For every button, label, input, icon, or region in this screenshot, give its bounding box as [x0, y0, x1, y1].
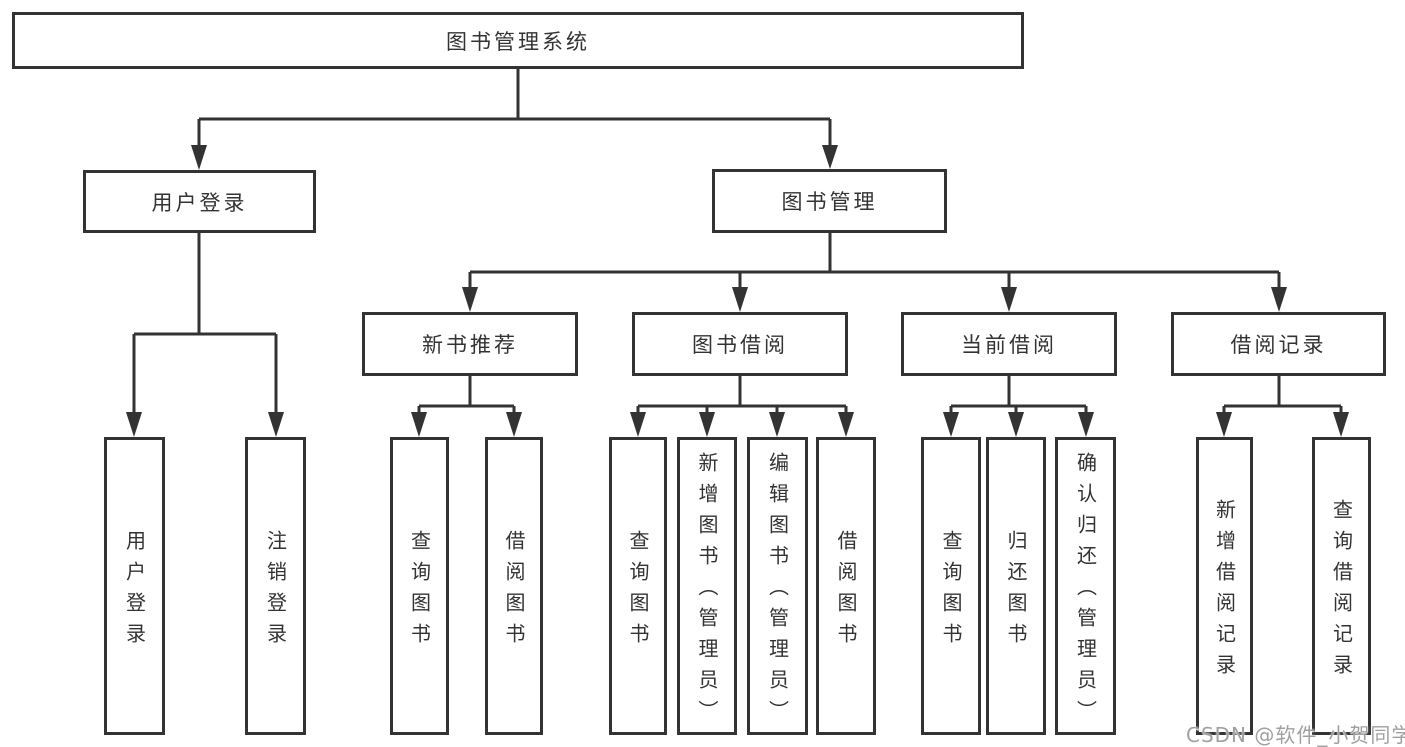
- leaf-records-query-record: 查询借阅记录: [1312, 437, 1371, 735]
- leaf-label: 查询图书: [407, 529, 432, 654]
- leaf-current-confirm-return-admin: 确认归还（管理员）: [1055, 437, 1116, 735]
- arrowhead: [1008, 412, 1024, 437]
- arrowhead: [769, 412, 785, 437]
- node-label: 当前借阅: [961, 333, 1057, 357]
- arrowhead: [462, 287, 478, 312]
- node-book-borrowing: 图书借阅: [632, 312, 848, 376]
- leaf-logout: 注销登录: [245, 437, 306, 735]
- node-new-book-recommend: 新书推荐: [362, 312, 578, 376]
- connector-borrow-records-to-leaves: [1222, 375, 1343, 413]
- arrowhead: [630, 412, 646, 437]
- leaf-borrow-query-books: 查询图书: [609, 437, 667, 735]
- node-label: 借阅记录: [1230, 333, 1327, 357]
- node-label: 新书推荐: [422, 333, 518, 357]
- leaf-label: 借阅图书: [834, 529, 858, 654]
- leaf-label: 编辑图书（管理员）: [765, 452, 790, 731]
- connector-new-book-to-leaves: [417, 375, 516, 413]
- node-user-login: 用户登录: [83, 170, 316, 233]
- connector-user-login-to-leaves: [132, 233, 278, 413]
- connector-current-borrow-to-leaves: [949, 375, 1088, 413]
- node-library-management-system: 图书管理系统: [12, 12, 1024, 69]
- arrowhead: [838, 412, 854, 437]
- connector-book-borrow-to-leaves: [636, 375, 848, 413]
- leaf-label: 注销登录: [263, 529, 288, 654]
- leaf-user-login: 用户登录: [104, 437, 165, 735]
- leaf-label: 查询借阅记录: [1329, 498, 1354, 685]
- leaf-borrow-borrow-books: 借阅图书: [816, 437, 876, 735]
- node-book-management: 图书管理: [712, 169, 947, 233]
- leaf-recommend-borrow-books: 借阅图书: [485, 437, 543, 735]
- arrowhead: [126, 412, 142, 437]
- arrowhead: [268, 412, 284, 437]
- leaf-records-add-record: 新增借阅记录: [1196, 437, 1253, 735]
- connector-book-mgmt-to-level3: [468, 233, 1281, 288]
- arrowhead: [191, 145, 207, 170]
- leaf-label: 查询图书: [939, 529, 963, 654]
- leaf-label: 新增借阅记录: [1212, 498, 1237, 685]
- arrowhead: [1001, 287, 1017, 312]
- arrowhead: [411, 412, 427, 437]
- arrowhead: [506, 412, 522, 437]
- arrowhead: [1078, 412, 1094, 437]
- leaf-recommend-query-books: 查询图书: [390, 437, 449, 735]
- node-borrowing-records: 借阅记录: [1171, 312, 1386, 376]
- node-label: 图书管理系统: [446, 29, 590, 54]
- leaf-borrow-edit-books-admin: 编辑图书（管理员）: [747, 437, 808, 735]
- watermark-csdn: CSDN @软件_小贺同学: [1186, 723, 1405, 747]
- node-label: 图书管理: [781, 190, 878, 214]
- node-label: 用户登录: [151, 190, 248, 215]
- arrowhead: [1216, 412, 1232, 437]
- node-current-borrowing: 当前借阅: [901, 312, 1117, 376]
- leaf-label: 借阅图书: [502, 529, 526, 654]
- leaf-label: 查询图书: [626, 529, 650, 654]
- arrowhead: [1271, 287, 1287, 312]
- leaf-current-return-books: 归还图书: [986, 437, 1046, 735]
- leaf-borrow-add-books-admin: 新增图书（管理员）: [677, 437, 737, 735]
- leaf-label: 确认归还（管理员）: [1073, 452, 1098, 731]
- arrowhead: [943, 412, 959, 437]
- arrowhead: [822, 145, 838, 169]
- leaf-label: 新增图书（管理员）: [695, 452, 719, 731]
- leaf-label: 归还图书: [1004, 529, 1028, 654]
- arrowhead: [732, 287, 748, 312]
- connector-root-to-level2: [197, 69, 832, 146]
- leaf-current-query-books: 查询图书: [921, 437, 981, 735]
- leaf-label: 用户登录: [122, 529, 147, 654]
- arrowhead: [1333, 412, 1349, 437]
- node-label: 图书借阅: [692, 333, 788, 357]
- arrowhead: [699, 412, 715, 437]
